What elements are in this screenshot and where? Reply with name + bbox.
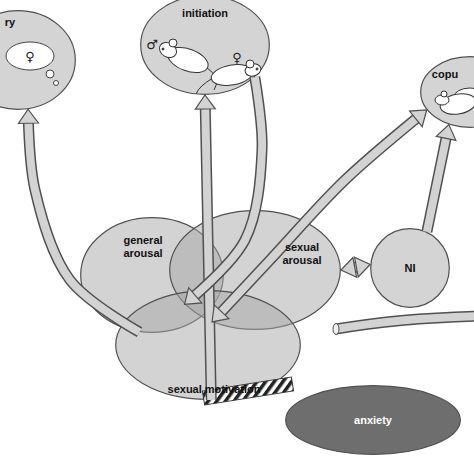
arrow-head <box>410 110 427 127</box>
sex-symbol: ♀ <box>25 49 35 64</box>
ellipse-shape <box>116 291 301 400</box>
node-label: sexual motivation <box>168 383 261 396</box>
connector-outline <box>427 125 449 232</box>
ellipse-node: anxiety <box>285 385 461 455</box>
ellipse-shape <box>421 57 474 128</box>
connector-arrow <box>427 125 456 232</box>
sex-symbol: ♀ <box>232 50 242 65</box>
arrow-head <box>341 258 357 278</box>
sex-symbol: ♂ <box>146 37 158 52</box>
ellipse-shape <box>141 0 270 94</box>
arrow-head <box>355 257 371 277</box>
connector-arrow <box>341 257 370 277</box>
arrow-head <box>436 125 456 141</box>
node-label: ry <box>5 16 15 29</box>
node-label: anxiety <box>354 414 392 427</box>
arrow-head <box>212 305 229 322</box>
connector-outline <box>205 95 211 400</box>
node-label: copu <box>432 68 458 81</box>
node-label: sexual arousal <box>271 241 333 266</box>
node-label: initiation <box>182 7 228 20</box>
arrow-head <box>195 95 215 109</box>
node-label: NI <box>405 262 416 275</box>
connector-body <box>427 125 449 232</box>
offpage-arrow <box>333 316 474 335</box>
ellipse-shape <box>286 386 461 455</box>
ellipse-node: NI <box>370 228 450 308</box>
ellipse-shape <box>0 11 75 110</box>
ellipse-shape <box>371 229 450 308</box>
node-label: general arousal <box>112 234 174 259</box>
connector-body <box>205 95 211 400</box>
arrow-head <box>18 109 38 123</box>
